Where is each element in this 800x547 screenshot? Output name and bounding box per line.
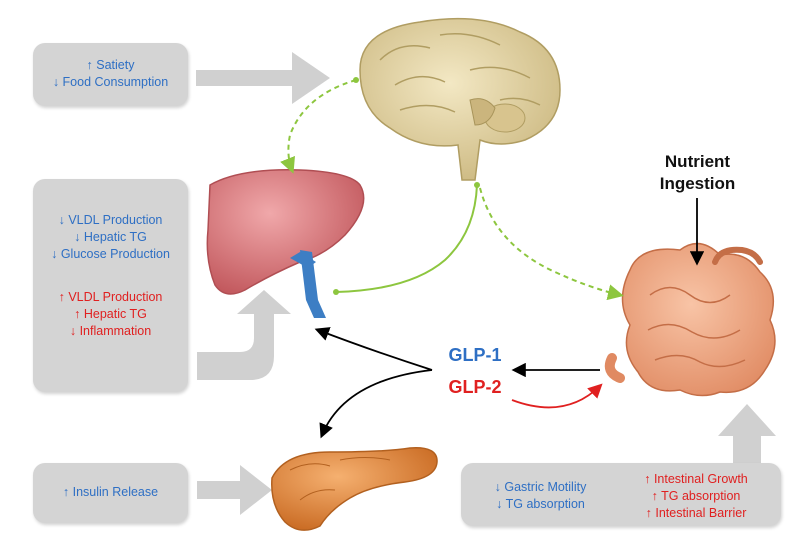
glucose-production-line: ↓ Glucose Production	[51, 247, 170, 261]
inflammation-line: ↓ Inflammation	[69, 324, 152, 338]
liver-effects-box: ↓ VLDL Production ↓ Hepatic TG ↓ Glucose…	[33, 179, 188, 392]
intestine-icon	[604, 242, 776, 397]
solid-liver-to-brain	[335, 184, 478, 293]
gastric-motility-line: ↓ Gastric Motility	[494, 480, 587, 494]
intestinal-growth-line: ↑ Intestinal Growth	[644, 472, 748, 486]
gray-arrow-liver	[197, 290, 291, 380]
insulin-release-line: ↑ Insulin Release	[62, 485, 159, 499]
glp2-label: GLP-2	[448, 377, 502, 397]
hepatic-tg-down-line: ↓ Hepatic TG	[74, 230, 147, 244]
vldl-up-line: ↑ VLDL Production	[58, 290, 163, 304]
dashed-brain-to-gut	[479, 187, 624, 301]
arrow-glp-to-liver	[314, 327, 433, 371]
insulin-effects-box: ↑ Insulin Release	[33, 463, 188, 523]
satiety-effects-box: ↑ Satiety ↓ Food Consumption	[33, 43, 188, 106]
gray-arrow-satiety	[196, 52, 330, 104]
brain-icon	[359, 17, 561, 181]
arrow-glp-to-pancreas	[319, 369, 433, 439]
satiety-line: ↑ Satiety	[86, 58, 135, 72]
gut-effects-box: ↓ Gastric Motility ↓ TG absorption ↑ Int…	[461, 463, 781, 526]
tg-absorption-up-line: ↑ TG absorption	[651, 489, 741, 503]
intestinal-barrier-line: ↑ Intestinal Barrier	[645, 506, 747, 520]
gray-arrow-gut	[718, 404, 776, 464]
nutrient-ingestion-label: Nutrient Ingestion	[659, 152, 736, 193]
food-consumption-line: ↓ Food Consumption	[52, 75, 169, 89]
tg-absorption-down-line: ↓ TG absorption	[496, 497, 585, 511]
pancreas-icon	[271, 447, 438, 531]
liver-icon	[206, 169, 365, 318]
glp1-label: GLP-1	[448, 345, 502, 365]
arrow-glp2-to-gut	[511, 383, 603, 409]
hepatic-tg-up-line: ↑ Hepatic TG	[74, 307, 147, 321]
gray-arrow-insulin	[197, 465, 272, 515]
vldl-down-line: ↓ VLDL Production	[58, 213, 163, 227]
